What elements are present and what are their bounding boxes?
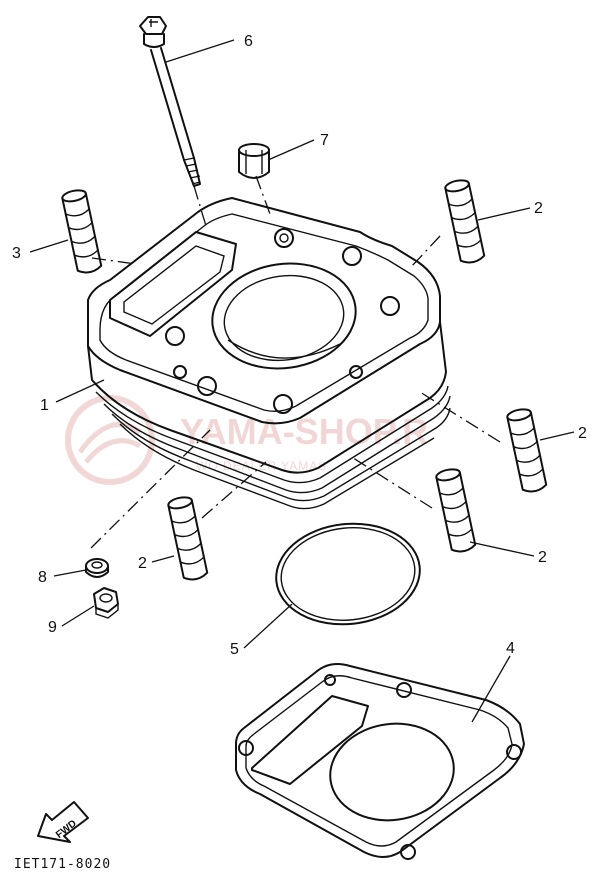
gasket-part-4 (235, 663, 525, 860)
callout-5: 5 (230, 641, 239, 658)
callout-2-lower-right: 2 (538, 549, 547, 566)
callout-2-upper-right: 2 (534, 200, 543, 217)
stud-bolt-part-2-lower-right (435, 468, 477, 553)
dowel-pin-part-7 (238, 143, 270, 179)
stud-bolt-part-3 (61, 189, 103, 274)
callout-6: 6 (244, 33, 253, 50)
stud-bolt-part-2-right (506, 408, 548, 493)
callout-8: 8 (38, 569, 47, 586)
nut-part-9 (93, 587, 119, 619)
assembly-lines (90, 175, 501, 549)
callout-4: 4 (506, 640, 515, 657)
washer-part-8 (85, 558, 109, 578)
bolt-part-6 (139, 16, 201, 187)
fwd-arrow-icon: FWD (37, 801, 89, 843)
watermark-title: YAMA-SHOP.R (180, 411, 428, 452)
cylinder-part-1 (87, 197, 451, 510)
stud-bolt-part-2-left (167, 496, 209, 581)
callout-9: 9 (48, 619, 57, 636)
callout-2-left: 2 (138, 555, 147, 572)
leader-lines (29, 39, 575, 723)
callout-3: 3 (12, 245, 21, 262)
callout-labels: 6 7 3 2 2 2 2 1 8 9 5 4 (12, 33, 587, 658)
callout-1: 1 (40, 397, 49, 414)
stud-bolt-part-2-upper-right (444, 179, 486, 264)
o-ring-part-5 (275, 522, 421, 626)
callout-2-right: 2 (578, 425, 587, 442)
callout-7: 7 (320, 132, 329, 149)
part-code: IET171-8020 (14, 857, 111, 872)
watermark: YAMA-SHOP.R WO DEALER YAMAS (65, 395, 428, 485)
